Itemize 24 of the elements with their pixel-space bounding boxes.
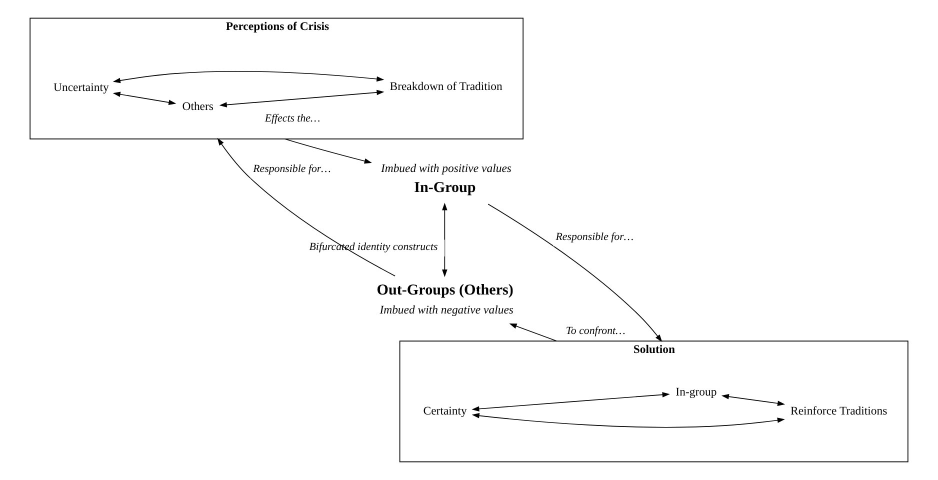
node-text: Out-Groups (Others) xyxy=(376,282,514,298)
edge-label: Responsible for… xyxy=(253,163,331,175)
node-text: Others xyxy=(182,100,214,114)
arrow xyxy=(509,324,558,342)
arrow xyxy=(217,138,396,276)
edge-label: To confront… xyxy=(566,324,626,337)
node-text: In-Group xyxy=(414,180,476,196)
node-label: Imbued with negative values xyxy=(380,304,514,317)
arrow xyxy=(472,413,785,428)
arrow xyxy=(284,138,372,164)
arrow xyxy=(442,202,448,278)
node-label: Imbued with positive values xyxy=(380,162,512,175)
arrow xyxy=(112,92,176,106)
node-text: In-group xyxy=(676,385,717,398)
arrow xyxy=(721,394,786,406)
arrow xyxy=(112,71,384,84)
edge-label: Effects the… xyxy=(264,112,320,125)
arrow xyxy=(219,90,384,108)
node-text: Breakdown of Tradition xyxy=(390,80,502,94)
arrow xyxy=(472,392,670,412)
node-text: Reinforce Traditions xyxy=(790,404,888,418)
node-text: Certainty xyxy=(423,404,467,418)
node-text: Uncertainty xyxy=(54,80,109,94)
edge-label: Responsible for… xyxy=(556,230,634,243)
